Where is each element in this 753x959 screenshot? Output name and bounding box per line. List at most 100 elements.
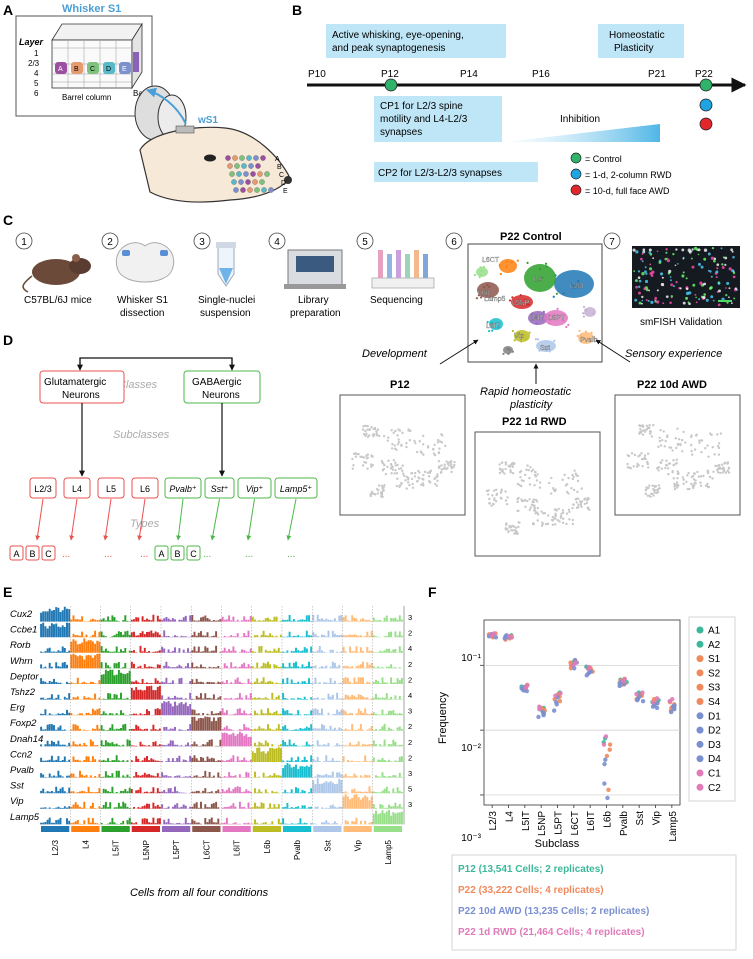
glut-type-box (9, 545, 24, 561)
umap-grey-cell (644, 492, 647, 496)
umap-grey-cell (517, 525, 520, 529)
umap-grey-cell (662, 430, 665, 433)
umap-grey-cell (575, 501, 578, 504)
umap-grey-cell (536, 513, 540, 516)
track-bars (372, 802, 403, 809)
umap-cell (538, 349, 541, 352)
umap-cell (541, 276, 544, 279)
track-bars (282, 677, 313, 684)
cp2-label: CP2 for L2/3-L2/3 synapses (378, 168, 502, 179)
smfish-dot (709, 270, 712, 273)
umap-grey-cell (393, 472, 396, 475)
umap-grey-cell (363, 460, 366, 464)
gene-label: Foxp2 (10, 718, 37, 729)
umap-grey-cell (641, 433, 645, 436)
chart-point (601, 742, 607, 747)
umap-grey-cell (686, 474, 689, 477)
smfish-dot (697, 248, 701, 252)
umap-grey-cell (351, 467, 354, 470)
smfish-dot (642, 251, 645, 254)
umap-cell (488, 329, 491, 333)
replicate-legend-label: A1 (708, 626, 721, 637)
umap-cell (505, 265, 508, 268)
track-bars (130, 630, 161, 638)
chart-xtick-label: L5NP (537, 811, 548, 836)
umap-cell (572, 284, 575, 288)
umap-grey-cell (717, 442, 721, 445)
umap-grey-cell (667, 472, 670, 476)
replicate-legend-dot (696, 769, 704, 777)
glut-subclass-box (97, 477, 125, 499)
umap-grey-cell (672, 459, 675, 462)
whisker-dot (225, 155, 231, 161)
smfish-dot (682, 257, 685, 260)
track-bars (130, 685, 161, 700)
umap-grey-cell (507, 464, 510, 468)
umap-cluster (536, 340, 556, 352)
umap-grey-cell (514, 526, 518, 529)
chart-point (603, 734, 609, 739)
type-ellipsis: ... (287, 549, 295, 560)
track-bars (312, 630, 343, 638)
umap-cell (536, 338, 540, 341)
track-bars (70, 630, 101, 638)
umap-grey-cell (372, 427, 375, 431)
umap-grey-cell (699, 484, 703, 488)
umap-grey-cell (550, 476, 553, 480)
umap-grey-cell (501, 468, 504, 471)
condition-legend-frame (451, 854, 737, 951)
smfish-dot (700, 265, 704, 269)
whisker-s1-title: Whisker S1 (62, 3, 121, 15)
scale-label: 2 (408, 738, 412, 747)
umap-grey-cell (671, 449, 674, 452)
umap-grey-cell (513, 528, 516, 532)
smfish-dot (661, 276, 664, 279)
umap-grey-cell (626, 462, 629, 466)
glut-type-arrow (137, 498, 146, 541)
umap-grey-cell (640, 452, 643, 455)
track-xlabel: Cells from all four conditions (130, 887, 269, 899)
inhibition-label: Inhibition (560, 114, 600, 125)
umap-grey-cell (700, 450, 703, 454)
track-bars (372, 723, 403, 731)
umap-grey-cell (534, 471, 537, 474)
track-bars (130, 678, 161, 684)
layer-2-3: 2/3 (28, 59, 40, 68)
umap-grey-cell (644, 457, 647, 461)
umap-grey-cell (532, 500, 536, 504)
smfish-dot (731, 269, 735, 273)
whisker-row-label: C (279, 172, 284, 179)
track-bars (312, 645, 343, 653)
umap-grey-cell (357, 452, 360, 456)
gaba-subclass-label: Sst⁺ (211, 484, 229, 494)
step-number-circle (445, 232, 463, 250)
umap-grey-cell (692, 472, 696, 475)
replicate-legend-label: D4 (708, 754, 721, 765)
umap-grey-cell (499, 491, 503, 494)
umap-grey-cell (524, 505, 527, 508)
gaba-type-box (186, 545, 201, 561)
umap-grey-cell (511, 524, 514, 527)
chart-point (622, 677, 627, 682)
track-bars (130, 724, 161, 731)
umap-cluster-label: L4 (534, 276, 542, 283)
subclass-color-bar (131, 826, 160, 832)
umap-grey-cell (421, 483, 425, 486)
umap-grey-cell (427, 475, 431, 478)
umap-cell (553, 339, 556, 342)
rapid-plasticity-line1: Rapid homeostatic (480, 386, 572, 398)
umap-grey-cell (384, 472, 388, 476)
umap-grey-cell (491, 502, 495, 506)
box-cp1 (374, 96, 502, 142)
umap-grey-cell (540, 510, 543, 513)
smfish-dot (648, 248, 652, 252)
umap-grey-cell (641, 465, 644, 468)
type-ellipsis: ... (62, 549, 70, 560)
umap-grey-cell (673, 482, 676, 486)
umap-grey-cell (579, 501, 583, 505)
chart-xtick-label: Lamp5 (668, 811, 679, 842)
umap-grey-cell (690, 449, 693, 453)
umap-grey-cell (583, 502, 587, 506)
